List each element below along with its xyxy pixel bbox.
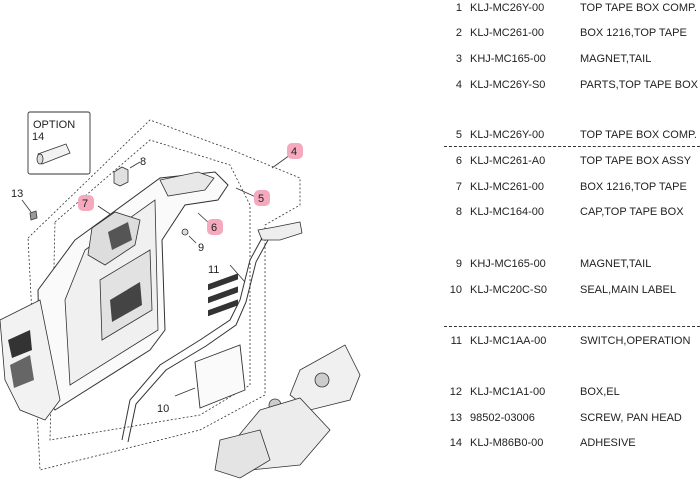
part-no: 14 (449, 437, 462, 449)
part-number: KLJ-MC20C-S0 (470, 284, 548, 296)
callout-10: 10 (157, 403, 169, 415)
parts-row: 9 KHJ-MC165-00 MAGNET,TAIL (440, 256, 700, 272)
parts-row: 7 KLJ-MC261-00 BOX 1216,TOP TAPE (440, 179, 700, 195)
parts-row: 1 KLJ-MC26Y-00 TOP TAPE BOX COMP. (440, 0, 700, 16)
part-description: ADHESIVE (580, 437, 636, 449)
parts-row: 4 KLJ-MC26Y-S0 PARTS,TOP TAPE BOX (440, 77, 700, 93)
part-description: SWITCH,OPERATION (580, 335, 691, 347)
option-label: OPTION (33, 119, 75, 131)
part-number: KLJ-M86B0-00 (470, 437, 544, 449)
part-number: KLJ-MC261-00 (470, 181, 544, 193)
callout-13: 13 (11, 188, 23, 200)
parts-row: 10 KLJ-MC20C-S0 SEAL,MAIN LABEL (440, 282, 700, 298)
part-number: KLJ-MC261-A0 (470, 155, 546, 167)
part-description: MAGNET,TAIL (580, 258, 652, 270)
part-number: KLJ-MC26Y-00 (470, 129, 545, 141)
callout-8: 8 (140, 156, 146, 168)
part-description: BOX,EL (580, 386, 620, 398)
part-description: CAP,TOP TAPE BOX (580, 206, 684, 218)
part-number: 98502-03006 (470, 412, 535, 424)
callout-9: 9 (198, 242, 204, 254)
svg-text:7: 7 (82, 198, 88, 210)
part-no: 2 (455, 27, 462, 39)
part-no: 7 (455, 181, 462, 193)
section-divider (444, 146, 700, 147)
part-number: KLJ-MC1AA-00 (470, 335, 547, 347)
part-description: BOX 1216,TOP TAPE (580, 181, 687, 193)
part-description: SCREW, PAN HEAD (580, 412, 682, 424)
parts-list: 1 KLJ-MC26Y-00 TOP TAPE BOX COMP. 2 KLJ-… (440, 0, 700, 480)
part-no: 4 (455, 79, 462, 91)
part-no: 12 (449, 386, 462, 398)
section-divider (444, 326, 700, 327)
part-description: TOP TAPE BOX COMP. (580, 129, 697, 141)
parts-row: 8 KLJ-MC164-00 CAP,TOP TAPE BOX (440, 204, 700, 220)
part-no: 13 (449, 412, 462, 424)
part-description: TOP TAPE BOX COMP. (580, 2, 697, 14)
callout-7: 7 (78, 195, 94, 211)
part-no: 10 (449, 284, 462, 296)
part-no: 11 (450, 335, 462, 347)
parts-row: 11 KLJ-MC1AA-00 SWITCH,OPERATION (440, 333, 700, 349)
callout-5: 5 (254, 190, 270, 206)
part-description: BOX 1216,TOP TAPE (580, 27, 687, 39)
svg-text:5: 5 (258, 193, 264, 205)
callout-6: 6 (207, 219, 223, 235)
callout-4: 4 (287, 143, 303, 159)
parts-row: 6 KLJ-MC261-A0 TOP TAPE BOX ASSY (440, 153, 700, 169)
callout-11: 11 (208, 264, 219, 276)
parts-row: 12 KLJ-MC1A1-00 BOX,EL (440, 384, 700, 400)
part-description: MAGNET,TAIL (580, 53, 652, 65)
parts-row: 13 98502-03006 SCREW, PAN HEAD (440, 410, 700, 426)
part-number: KLJ-MC261-00 (470, 27, 544, 39)
parts-row: 5 KLJ-MC26Y-00 TOP TAPE BOX COMP. (440, 127, 700, 143)
part-number: KLJ-MC26Y-S0 (470, 79, 546, 91)
part-number: KLJ-MC26Y-00 (470, 2, 545, 14)
part-no: 5 (455, 129, 462, 141)
part-number: KLJ-MC1A1-00 (470, 386, 546, 398)
part-description: SEAL,MAIN LABEL (580, 284, 676, 296)
parts-row: 14 KLJ-M86B0-00 ADHESIVE (440, 435, 700, 451)
part-number: KHJ-MC165-00 (470, 53, 546, 65)
parts-row: 2 KLJ-MC261-00 BOX 1216,TOP TAPE (440, 25, 700, 41)
part-no: 8 (455, 206, 462, 218)
part-description: TOP TAPE BOX ASSY (580, 155, 692, 167)
parts-row: 3 KHJ-MC165-00 MAGNET,TAIL (440, 51, 700, 67)
part-no: 6 (455, 155, 462, 167)
part-no: 1 (455, 2, 462, 14)
part-number: KLJ-MC164-00 (470, 206, 544, 218)
callout-14: 14 (32, 131, 44, 143)
part-no: 3 (455, 53, 462, 65)
part-no: 9 (455, 258, 462, 270)
svg-text:6: 6 (211, 222, 217, 234)
exploded-view-diagram: OPTION 14 8 9 13 11 10 4 5 6 7 (0, 111, 361, 479)
part-description: PARTS,TOP TAPE BOX (580, 79, 698, 91)
svg-text:4: 4 (291, 146, 297, 158)
part-number: KHJ-MC165-00 (470, 258, 546, 270)
